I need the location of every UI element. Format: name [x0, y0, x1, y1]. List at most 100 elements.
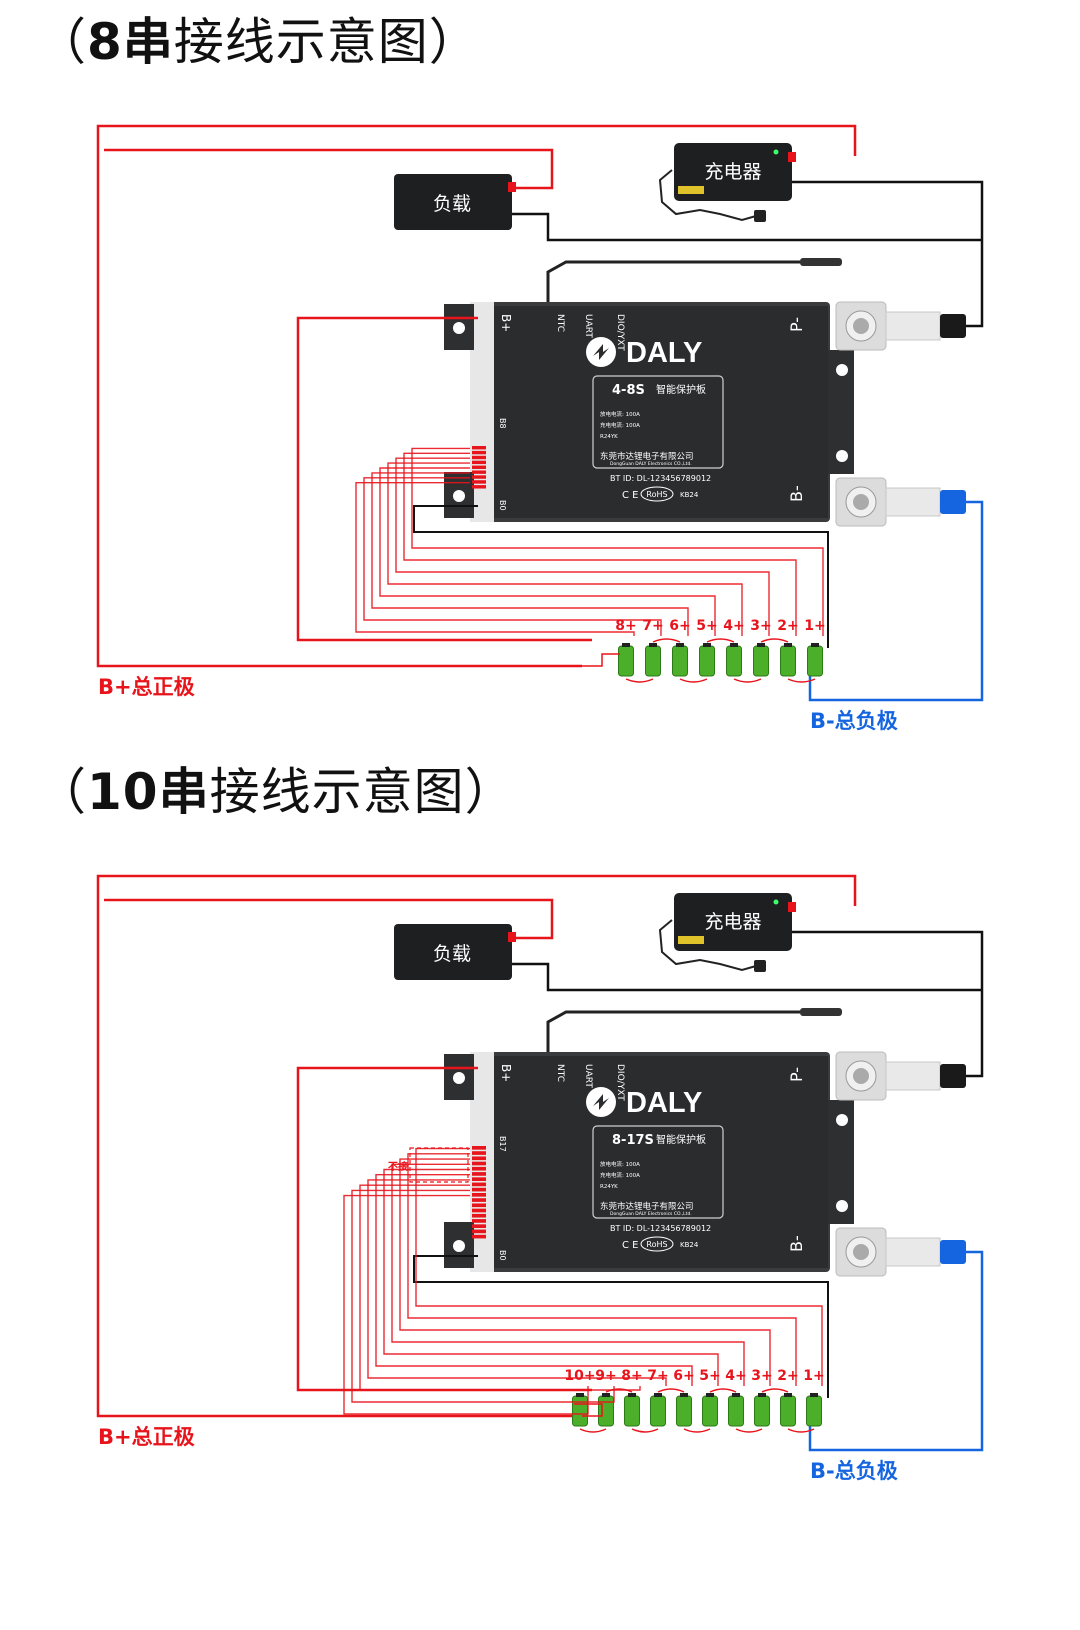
balance-sense-wire: [407, 1153, 797, 1386]
wire-load-negative: [512, 212, 982, 242]
balance-sense-wire: [363, 477, 662, 636]
cell-series-link: [683, 1428, 711, 1433]
balance-pin: [472, 1166, 486, 1171]
cell-label: 5+: [696, 618, 717, 634]
mount-hole: [836, 1200, 848, 1212]
mount-hole: [453, 322, 465, 334]
rohs-badge: [640, 1236, 674, 1252]
total-negative-label: B-总负极: [810, 709, 899, 733]
balance-pin: [472, 455, 486, 460]
battery-cell: [618, 645, 634, 677]
cell-series-link: [652, 638, 681, 643]
charger-terminal-positive: [788, 902, 796, 912]
pin-label-top: B8: [498, 418, 507, 429]
battery-cell-terminal: [703, 643, 711, 647]
rohs-label: RoHS: [646, 490, 667, 499]
battery-cell: [780, 1395, 796, 1427]
terminal-bminus-sleeve: [885, 487, 941, 517]
port-label-uart: UART: [583, 1064, 593, 1088]
balance-pin: [472, 460, 486, 465]
balance-sense-wire: [387, 462, 743, 636]
product-label: 智能保护板: [656, 383, 706, 396]
battery-cell-terminal: [757, 643, 765, 647]
company-en: DongGuan DALY Electronics CO.,Ltd.: [610, 1211, 692, 1217]
cell-series-link: [735, 1428, 763, 1433]
mount-hole: [836, 450, 848, 462]
terminal-bminus-bolt-center: [853, 494, 869, 510]
cell-series-link: [733, 678, 762, 683]
wire-bplus-lead: [296, 316, 592, 642]
balance-pin: [472, 465, 486, 469]
bt-id: BT ID: DL-123456789012: [610, 474, 711, 483]
wire-bminus-total: [808, 1250, 984, 1452]
charger-cable: [658, 169, 757, 222]
cell-series-link: [605, 1388, 633, 1393]
section-title-10s: （10串接线示意图）: [36, 752, 516, 824]
cell-label: 8+: [615, 618, 636, 634]
battery-cell: [598, 1395, 614, 1427]
cell-label: 7+: [647, 1368, 668, 1384]
wire-charger-positive: [96, 124, 857, 668]
load-box: [394, 924, 512, 980]
battery-cell: [699, 645, 715, 677]
balance-pin: [472, 470, 486, 474]
cell-label: 10+: [564, 1368, 595, 1384]
wire-total-positive-tap: [582, 653, 620, 667]
spec-discharge: 放电电流: 100A: [600, 410, 640, 418]
cell-label: 3+: [751, 1368, 772, 1384]
battery-cell-terminal: [649, 643, 657, 647]
battery-cell: [806, 1395, 822, 1427]
cell-label: 5+: [699, 1368, 720, 1384]
pin-label-bottom: B0: [498, 500, 507, 511]
cell-series-link: [625, 678, 654, 683]
cell-label: 6+: [673, 1368, 694, 1384]
charger-warning-sticker: [678, 936, 704, 944]
wire-bminus-total: [808, 500, 984, 702]
port-label-bminus: B-: [787, 485, 806, 502]
spec-discharge: 放电电流: 100A: [600, 1160, 640, 1168]
battery-cell: [645, 645, 661, 677]
charger-led: [773, 149, 779, 155]
bms-body: [494, 306, 828, 518]
wire-load-positive: [104, 898, 554, 940]
battery-cell-terminal: [784, 1393, 792, 1397]
battery-cell: [676, 1395, 692, 1427]
batch-code: KB24: [680, 1241, 699, 1249]
total-positive-label: B+总正极: [98, 1425, 196, 1449]
cert-mark: C E: [622, 1240, 638, 1251]
balance-pin: [472, 1146, 486, 1150]
battery-cell-terminal: [622, 643, 630, 647]
total-positive-label: B+总正极: [98, 675, 196, 699]
battery-cell-terminal: [811, 643, 819, 647]
model-label: 8-17S: [612, 1133, 654, 1148]
spec-charge: 充电电流: 100A: [600, 421, 640, 429]
ntc-probe: [800, 1008, 842, 1016]
title-series-count: 8串: [87, 13, 174, 71]
battery-cell-terminal: [784, 643, 792, 647]
mount-hole: [453, 1240, 465, 1252]
cell-label: 1+: [804, 618, 825, 634]
charger-plug-icon: [754, 960, 766, 972]
charger-terminal-positive: [788, 152, 796, 162]
balance-sense-wire: [371, 472, 689, 636]
balance-pin: [472, 475, 486, 479]
battery-cell: [572, 1395, 588, 1427]
daly-logo-bolt-icon: [593, 344, 609, 360]
balance-sense-wire: [391, 1163, 745, 1386]
battery-cell: [728, 1395, 744, 1427]
cell-label: 2+: [777, 618, 798, 634]
load-label: 负载: [433, 943, 471, 965]
balance-pin: [472, 1229, 486, 1234]
mount-hole: [453, 490, 465, 502]
battery-cell-terminal: [602, 1393, 610, 1397]
title-series-count: 10串: [87, 763, 210, 821]
balance-sense-wire: [359, 1184, 641, 1391]
battery-cell-terminal: [730, 643, 738, 647]
cell-series-link: [787, 678, 816, 683]
product-label: 智能保护板: [656, 1133, 706, 1146]
balance-pin: [472, 1156, 486, 1161]
ntc-cable: [546, 260, 800, 302]
company-en: DongGuan DALY Electronics CO.,Ltd.: [610, 461, 692, 467]
balance-pin: [472, 1193, 486, 1197]
balance-sense-wire: [399, 1158, 771, 1386]
